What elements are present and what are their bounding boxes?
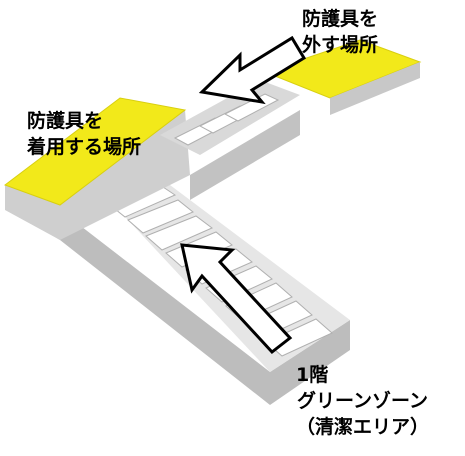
upper-flight-steps [160, 80, 300, 200]
don-area-label-line1: 防護具を [27, 110, 104, 132]
upper-platform-side [330, 62, 420, 115]
floor-zone-label-line3: （清潔エリア） [296, 416, 430, 438]
lower-yellow-platform [3, 97, 187, 206]
don-area-label: 防護具を 着用する場所 [27, 108, 141, 160]
floor-zone-label-line1: 1階 [296, 364, 329, 386]
floor-zone-label-line2: グリーンゾーン [296, 390, 429, 412]
arrow-to-remove-area [198, 35, 307, 105]
remove-area-label-line1: 防護具を [302, 8, 379, 30]
arrow-up-stairs [180, 243, 293, 355]
floor-zone-label: 1階 グリーンゾーン （清潔エリア） [296, 362, 429, 440]
remove-area-label-line2: 外す場所 [302, 34, 379, 56]
lower-flight-side [10, 210, 350, 405]
don-area-label-line2: 着用する場所 [27, 136, 142, 158]
remove-area-label: 防護具を 外す場所 [302, 6, 378, 58]
